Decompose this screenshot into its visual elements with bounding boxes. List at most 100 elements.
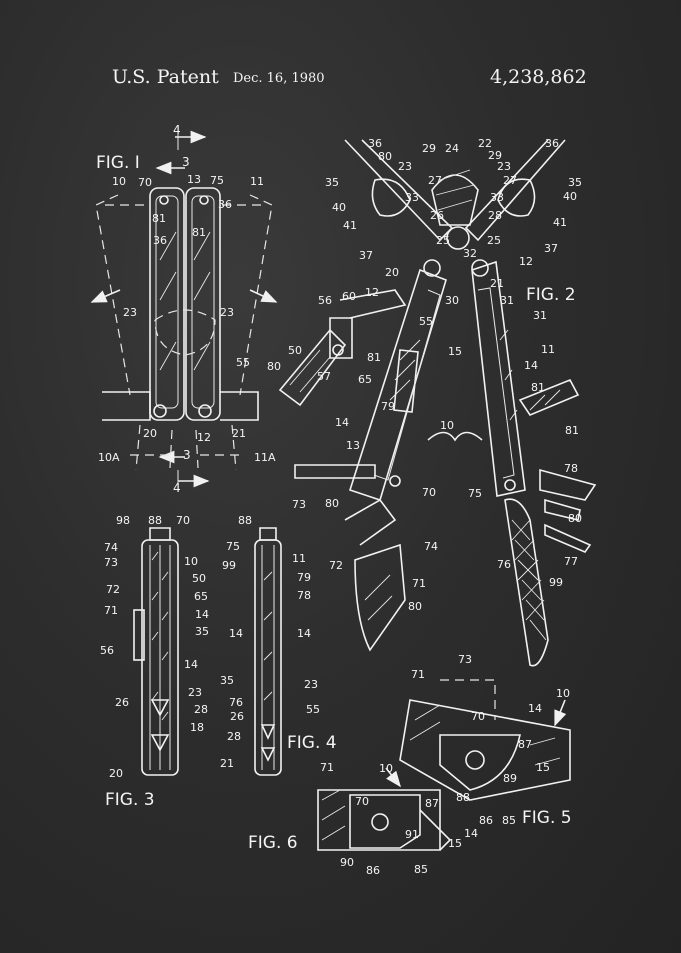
fig-2-drawing [278,139,597,667]
ref-numeral-f2: 40 [332,201,346,214]
tool-79 [518,378,580,416]
scale-plate [393,349,419,413]
ref-numeral-f1: 10A [98,451,120,464]
ref-numeral-f1: 20 [143,427,157,440]
fig5-pivot-70 [465,750,485,770]
fig1-label: FIG. I [96,153,140,173]
ref-numeral-f2: 14 [335,416,349,429]
fig2-label: FIG. 2 [526,285,576,305]
ref-numeral-f2: 56 [318,294,332,307]
jaw-arm-left [344,139,454,242]
ref-numeral-f2: 79 [381,400,395,413]
ref-numeral-f2: 65 [358,373,372,386]
ref-numeral-f2: 24 [445,142,459,155]
ref-numeral-f1: 70 [138,176,152,189]
ref-numeral-f2: 29 [488,149,502,162]
blade-56 [339,289,407,319]
ref-numeral-f4: 88 [238,514,252,527]
ref-numeral-f2: 35 [568,176,582,189]
tool-80 [544,498,581,521]
ref-numeral-f2: 71 [412,577,426,590]
file-76 [504,498,549,667]
section-mark-4-top: 4 [173,123,181,137]
ref-numeral-f4: 26 [230,710,244,723]
ref-numeral-f1: 81 [192,226,206,239]
ref-numeral-f4: 11 [292,552,306,565]
ref-numeral-f2: 50 [288,344,302,357]
ref-numeral-f2: 31 [500,294,514,307]
ref-numeral-f6: 71 [320,761,334,774]
ref-numeral-f5: 88 [456,791,470,804]
ref-numeral-f5: 70 [471,710,485,723]
wire-cutter-right [497,178,536,217]
blade-72 [344,498,397,546]
ref-numeral-f3: 73 [104,556,118,569]
ref-numeral-f4: 21 [220,757,234,770]
pivot-70 [389,475,401,487]
handle-left [149,187,185,421]
ref-numeral-f4: 14 [297,627,311,640]
ref-numeral-f2: 12 [365,286,379,299]
ref-numeral-f2: 80 [408,600,422,613]
fig5-latch [439,734,521,791]
ref-numeral-f2: 78 [564,462,578,475]
ref-numeral-f2: 77 [564,555,578,568]
jaw-block-right [220,391,259,421]
ref-numeral-f2: 26 [430,209,444,222]
tool-77 [544,523,592,553]
ref-numeral-f6: 10 [379,762,393,775]
ref-numeral-f2: 28 [488,209,502,222]
ref-numeral-f6: 70 [355,795,369,808]
fig6-pivot-70 [371,813,389,831]
patent-number: 4,238,862 [490,66,587,88]
dashed-jaws-open [135,424,237,471]
ref-numeral-f4: 75 [226,540,240,553]
ref-numeral-f4: 78 [297,589,311,602]
ref-numeral-f3: 88 [148,514,162,527]
ref-numeral-f5: 85 [502,814,516,827]
ref-numeral-f2: 41 [553,216,567,229]
fig3-blade-56 [133,609,145,661]
fig6-outline [317,789,441,851]
section-mark-4-bottom: 4 [173,481,181,495]
ref-numeral-f2: 75 [468,487,482,500]
ref-numeral-f2: 81 [531,381,545,394]
ref-numeral-f2: 30 [445,294,459,307]
ref-numeral-f2: 73 [292,498,306,511]
ref-numeral-f2: 36 [368,137,382,150]
ref-numeral-f2: 13 [346,439,360,452]
ref-numeral-f3: 72 [106,583,120,596]
ref-numeral-f2: 80 [568,512,582,525]
jaw-block-left [102,391,151,421]
ref-numeral-f6: 91 [405,828,419,841]
ref-numeral-f3: 70 [176,514,190,527]
ref-numeral-f2: 76 [497,558,511,571]
pivot-57 [332,344,344,356]
ref-numeral-f2: 31 [533,309,547,322]
ref-numeral-f2: 25 [487,234,501,247]
fig-4-drawing [254,527,282,776]
ref-numeral-f3: 10 [184,555,198,568]
ref-numeral-f2: 11 [541,343,555,356]
ref-numeral-f2: 12 [519,255,533,268]
fig3-label: FIG. 3 [105,790,155,810]
ref-numeral-f1: 12 [197,431,211,444]
handle-right [185,187,221,421]
ref-numeral-f2: 21 [490,277,504,290]
ref-numeral-f2: 37 [359,249,373,262]
blade-50 [278,328,347,407]
patent-date: Dec. 16, 1980 [233,71,325,86]
ref-numeral-f2: 80 [267,360,281,373]
ref-numeral-f4: 76 [229,696,243,709]
fig4-cap [259,527,277,541]
ref-numeral-f2: 41 [343,219,357,232]
blade-holder [329,317,353,359]
fig6-latch [419,809,452,851]
ref-numeral-f1: 55 [236,356,250,369]
fig5-dashed [440,679,496,720]
ref-numeral-f2: 57 [317,370,331,383]
ref-numeral-f4: 14 [229,627,243,640]
ref-numeral-f1: 75 [210,174,224,187]
